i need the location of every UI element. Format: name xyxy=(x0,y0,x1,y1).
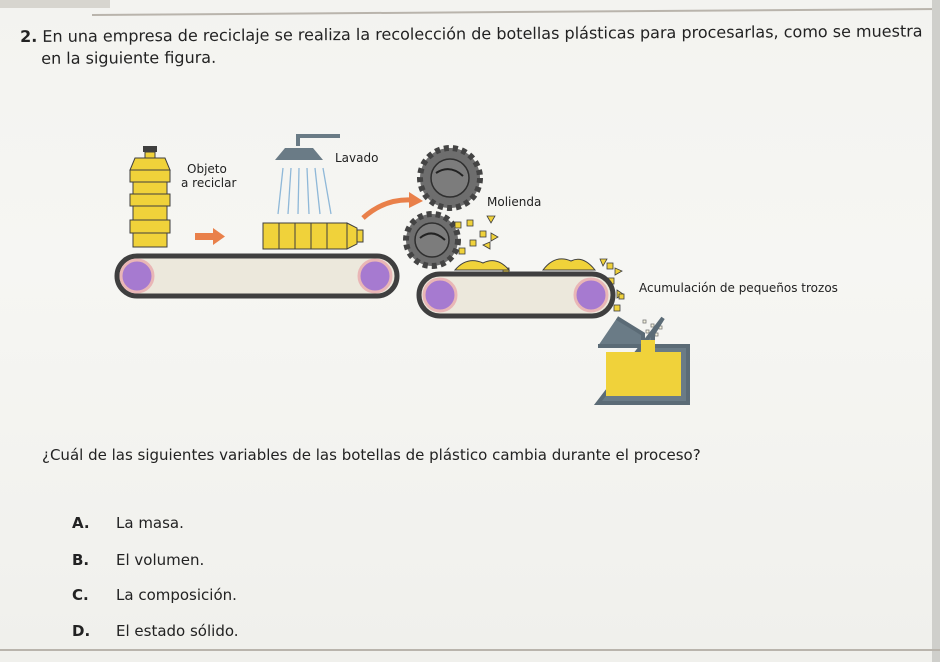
option-d-text: El estado sólido. xyxy=(116,622,239,640)
option-c-text: La composición. xyxy=(116,586,237,604)
conveyor-belt-2 xyxy=(416,258,616,319)
option-c-letter: C. xyxy=(72,586,89,604)
question-prompt: ¿Cuál de las siguientes variables de las… xyxy=(42,446,701,464)
bottle-icon xyxy=(129,146,171,248)
conveyor-belt-1 xyxy=(114,253,400,299)
option-d-letter: D. xyxy=(72,622,91,640)
label-a-reciclar: a reciclar xyxy=(181,176,236,190)
option-a-text: La masa. xyxy=(116,514,184,532)
page-edge xyxy=(932,0,940,662)
question-text-line2: en la siguiente figura. xyxy=(41,47,217,68)
option-d[interactable]: D. El estado sólido. xyxy=(72,622,239,640)
question-number: 2. xyxy=(20,26,38,46)
option-c[interactable]: C. La composición. xyxy=(72,586,237,604)
option-b-letter: B. xyxy=(72,551,90,569)
label-objeto: Objeto xyxy=(187,162,227,176)
shower-icon xyxy=(275,134,340,215)
label-molienda: Molienda xyxy=(487,195,541,209)
arrow-right-icon xyxy=(195,228,225,245)
plastic-fragments xyxy=(454,215,625,312)
top-divider xyxy=(92,8,940,16)
option-a-letter: A. xyxy=(72,514,90,532)
paper-scrap xyxy=(0,0,110,8)
option-b-text: El volumen. xyxy=(116,551,205,569)
option-b[interactable]: B. El volumen. xyxy=(72,551,204,569)
option-a[interactable]: A. La masa. xyxy=(72,514,184,532)
bottom-divider xyxy=(0,649,940,651)
curved-arrow-head xyxy=(409,192,423,208)
label-acumulacion: Acumulación de pequeños trozos xyxy=(639,281,838,295)
question-statement: 2. En una empresa de reciclaje se realiz… xyxy=(20,20,925,70)
question-text-line1: En una empresa de reciclaje se realiza l… xyxy=(42,21,923,46)
lower-gear-icon xyxy=(403,211,461,269)
recycling-process-figure: Objeto a reciclar Lavado xyxy=(114,134,838,405)
container-icon xyxy=(593,316,690,405)
label-lavado: Lavado xyxy=(335,151,378,165)
curved-arrow-icon xyxy=(361,197,414,220)
lying-bottle-icon xyxy=(262,222,364,250)
upper-gear-icon xyxy=(417,145,483,211)
